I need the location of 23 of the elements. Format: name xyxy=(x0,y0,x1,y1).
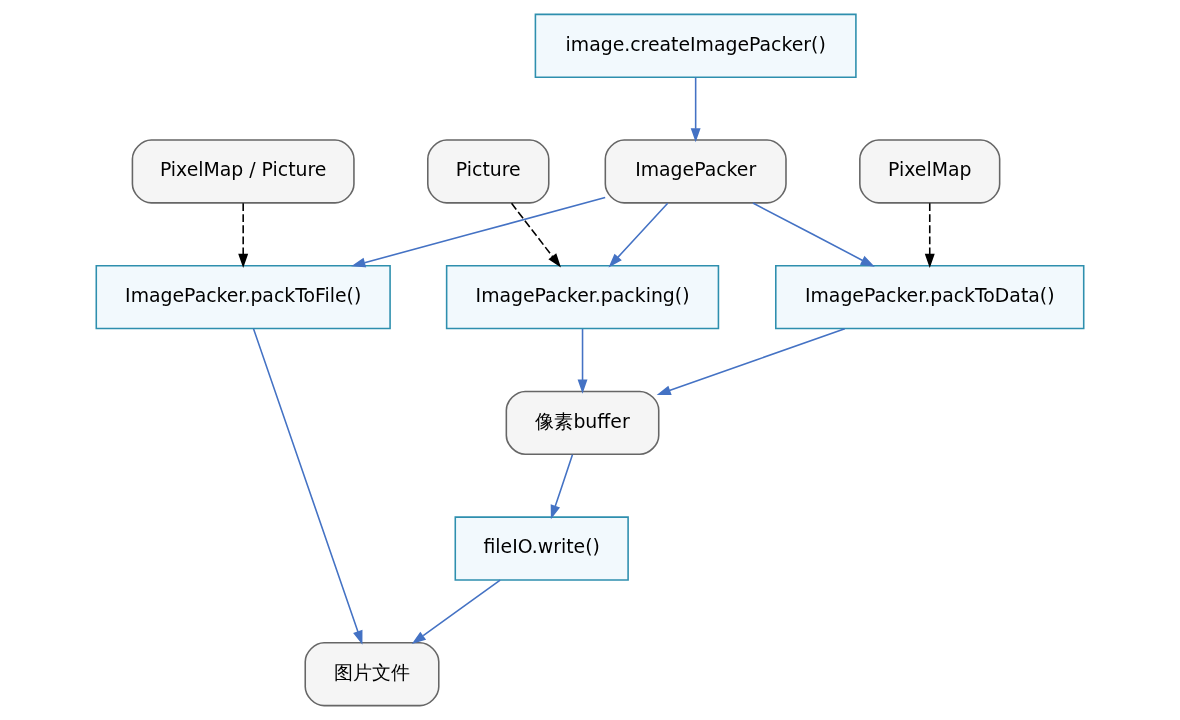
node-box: 图片文件 xyxy=(304,642,440,707)
node-box: PixelMap xyxy=(859,139,1001,204)
arrow xyxy=(924,202,935,268)
node-box: 像素buffer xyxy=(505,390,660,456)
node-box: ImagePacker.packToFile() xyxy=(95,264,391,330)
node-box: image.createImagePacker() xyxy=(534,13,857,78)
arrow xyxy=(752,202,875,267)
node-box: ImagePacker.packing() xyxy=(445,264,720,330)
arrow xyxy=(608,202,669,268)
arrow xyxy=(656,327,846,396)
arrow xyxy=(252,327,363,645)
node-box: ImagePacker xyxy=(604,139,787,204)
arrow xyxy=(238,202,249,268)
arrow xyxy=(550,453,574,520)
arrow xyxy=(510,202,561,268)
arrow xyxy=(351,196,606,268)
node-box: ImagePacker.packToData() xyxy=(775,264,1085,330)
arrow xyxy=(577,328,588,394)
node-box: PixelMap / Picture xyxy=(131,139,355,204)
arrow xyxy=(690,76,701,143)
arrow xyxy=(411,579,501,644)
node-box: fileIO.write() xyxy=(454,516,629,581)
node-box: Picture xyxy=(427,139,550,204)
